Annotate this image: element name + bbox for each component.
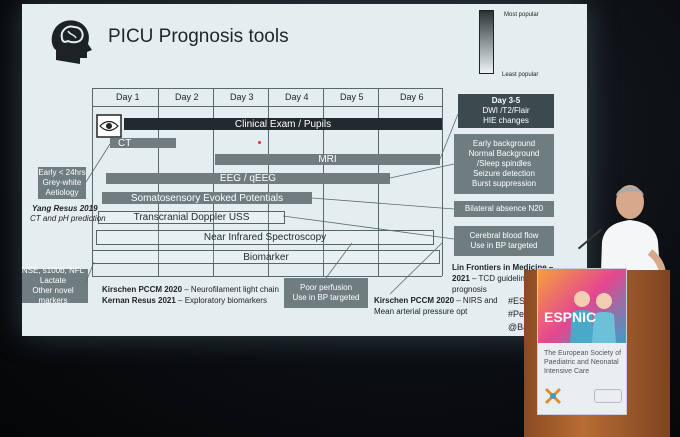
- poor-perfusion-line: Poor perfusion: [299, 283, 353, 292]
- bar-mri: MRI: [215, 154, 440, 165]
- citation-text: – TCD guideline: [469, 274, 530, 283]
- eeg-detail-line: Burst suppression: [471, 179, 537, 188]
- grid-line: [442, 88, 443, 276]
- mri-detail-line: DWI /T2/Flair: [482, 106, 530, 115]
- biomarker-detail-box: NSE, s100b, NFL Lactate Other novel mark…: [22, 266, 88, 305]
- eeg-detail-line: Normal Background: [468, 149, 540, 158]
- hashtag: #Pe: [508, 309, 525, 319]
- citation-author: Kernan Resus 2021: [102, 296, 176, 305]
- day-4-label: Day 4: [285, 92, 309, 102]
- grid-top-line: [92, 88, 442, 89]
- lin-citation-3: prognosis: [452, 285, 487, 294]
- eeg-detail-line: Early background: [472, 139, 536, 148]
- eeg-detail-line: /Sleep spindles: [476, 159, 532, 168]
- eye-icon: [96, 114, 122, 138]
- mri-detail-line: Day 3-5: [491, 96, 521, 105]
- projection-screen: PICU Prognosis tools Most popular Least …: [22, 4, 587, 336]
- ct-detail-line: Grey-white: [42, 178, 82, 187]
- citation-text: – NIRS and: [454, 296, 498, 305]
- mri-detail-box: Day 3-5 DWI /T2/Flair HIE changes: [458, 94, 554, 128]
- grid-bottom-line: [92, 276, 442, 277]
- legend-least-popular: Least popular: [502, 72, 539, 78]
- lin-citation: Lin Frontiers in Medicine –: [452, 263, 554, 272]
- bar-tcd: Transcranial Doppler USS: [98, 211, 285, 224]
- citation-author: Kirschen PCCM 2020: [102, 285, 183, 294]
- ct-detail-line: Aetiology: [45, 188, 79, 197]
- yang-citation: Yang Resus 2019: [32, 204, 98, 213]
- brain-head-icon: [51, 20, 92, 64]
- biomarker-detail-line: Other novel markers: [32, 286, 74, 305]
- poor-perfusion-box: Poor perfusion Use in BP targeted: [284, 278, 368, 308]
- tcd-detail-line: Use in BP targeted: [470, 241, 538, 250]
- banner-description: The European Society of Paediatric and N…: [544, 350, 622, 375]
- lin-citation-2: 2021 – TCD guideline: [452, 274, 529, 283]
- bar-ct: CT: [110, 138, 176, 149]
- kirschen-neurofilament-citation: Kirschen PCCM 2020 – Neurofilament light…: [102, 285, 279, 294]
- bar-nirs: Near Infrared Spectroscopy: [96, 230, 434, 245]
- laser-pointer-dot: [258, 141, 261, 144]
- citation-year: 2021: [452, 274, 470, 283]
- day-3-label: Day 3: [230, 92, 254, 102]
- kirschen-nirs-citation-2: Mean arterial pressure opt: [374, 307, 468, 316]
- day-6-label: Day 6: [400, 92, 424, 102]
- citation-author: Kirschen PCCM 2020: [374, 296, 455, 305]
- kirschen-nirs-citation: Kirschen PCCM 2020 – NIRS and: [374, 296, 498, 305]
- nurses-illustration: [570, 291, 616, 343]
- day-5-label: Day 5: [340, 92, 364, 102]
- tcd-detail-box: Cerebral blood flow Use in BP targeted: [454, 226, 554, 256]
- sep-detail-box: Bilateral absence N20: [454, 201, 554, 217]
- poor-perfusion-line: Use in BP targeted: [292, 293, 360, 302]
- day-1-label: Day 1: [116, 92, 140, 102]
- grid-header-line: [92, 106, 442, 107]
- twitter-handle: @Bar: [508, 322, 532, 332]
- citation-text: – Neurofilament light chain: [182, 285, 279, 294]
- kernan-citation: Kernan Resus 2021 – Exploratory biomarke…: [102, 296, 267, 305]
- biomarker-detail-line: NSE, s100b, NFL: [22, 266, 85, 275]
- biomarker-detail-line: Lactate: [39, 276, 67, 285]
- grid-line: [92, 88, 93, 276]
- bar-clinical-exam: Clinical Exam / Pupils: [124, 118, 442, 130]
- mri-detail-line: HIE changes: [483, 116, 529, 125]
- bar-sep: Somatosensory Evoked Potentials: [102, 192, 312, 204]
- citation-text: – Exploratory biomarkers: [175, 296, 267, 305]
- banner-title: ESPNIC: [544, 309, 597, 325]
- bar-eeg: EEG / qEEG: [106, 173, 390, 184]
- partner-logo-icon: [594, 389, 622, 403]
- espnic-banner: ESPNIC The European Society of Paediatri…: [537, 268, 627, 415]
- espnic-logo-icon: [544, 387, 562, 405]
- day-2-label: Day 2: [175, 92, 199, 102]
- eeg-detail-box: Early background Normal Background /Slee…: [454, 134, 554, 194]
- slide-title: PICU Prognosis tools: [108, 26, 289, 47]
- ct-detail-box: Early < 24hrs Grey-white Aetiology: [38, 167, 86, 199]
- ct-detail-line: Early < 24hrs: [38, 168, 86, 177]
- tcd-detail-line: Cerebral blood flow: [469, 231, 539, 240]
- popularity-gradient: [479, 10, 494, 74]
- legend-most-popular: Most popular: [504, 12, 539, 18]
- connector-lines: [85, 113, 459, 295]
- bar-biomarker: Biomarker: [92, 250, 440, 264]
- yang-subtitle: CT and pH prediction: [30, 214, 106, 223]
- eeg-detail-line: Seizure detection: [473, 169, 535, 178]
